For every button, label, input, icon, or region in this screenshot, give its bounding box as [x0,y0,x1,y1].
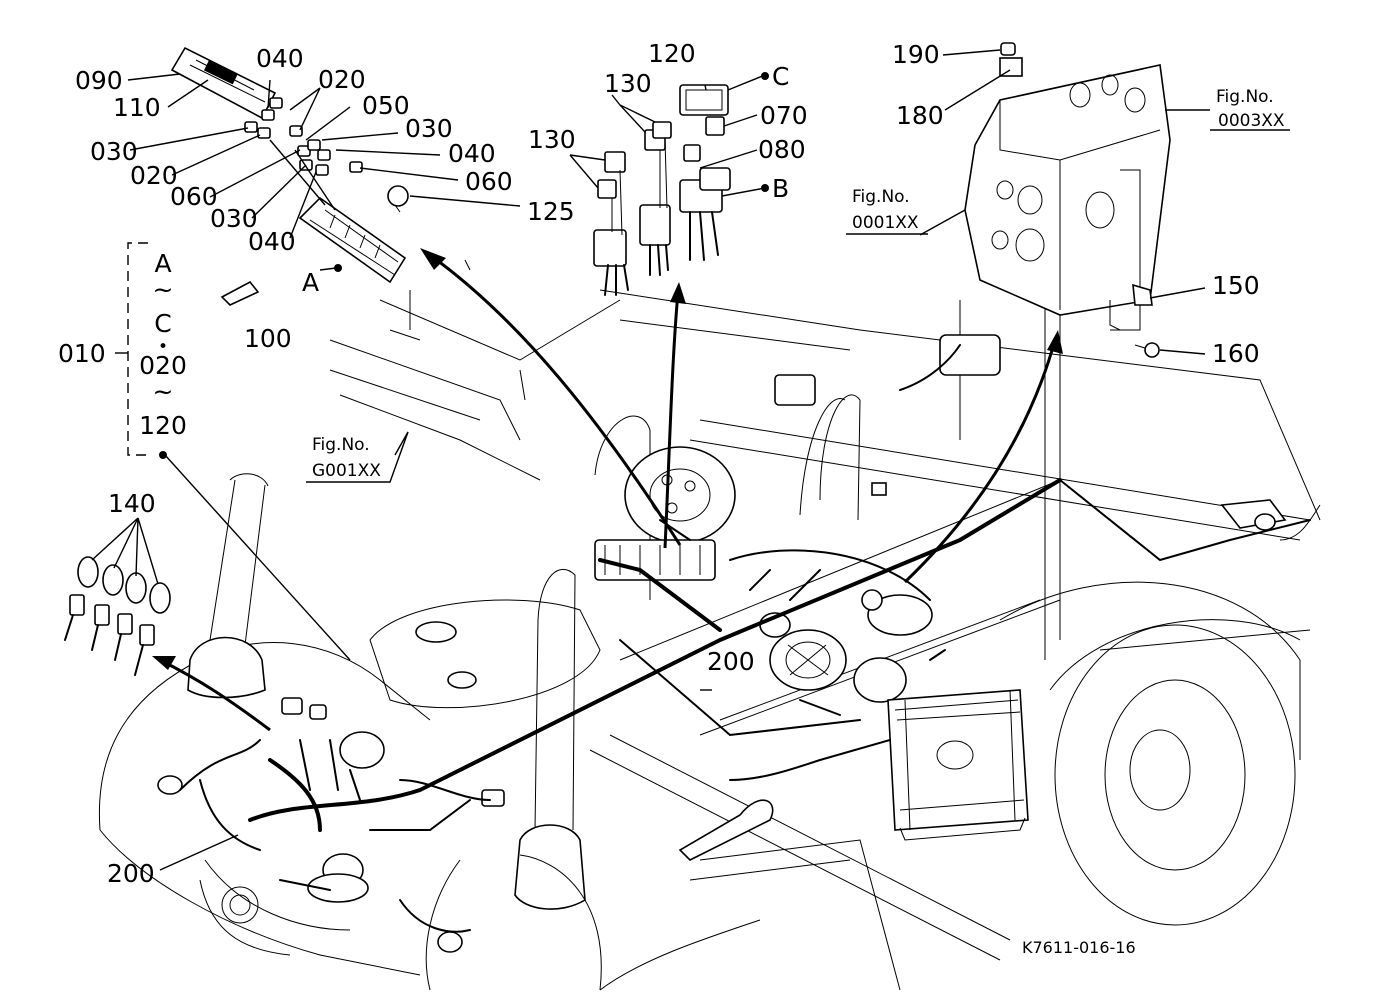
bolt-160 [1144,342,1160,358]
label-020-a: 020 [318,65,366,94]
label-130-b: 130 [528,125,576,154]
range-120: 120 [139,411,187,440]
label-050: 050 [362,91,410,120]
arrow-head-bulbs [152,656,176,670]
label-190: 190 [892,40,940,69]
drawing-code: K7611-016-16 [1022,938,1136,957]
range-bracket: A ~ C • 020 ~ 120 [127,242,187,459]
range-tilde-1: ~ [153,275,174,304]
engine-fig-label: Fig.No. [1216,87,1274,107]
arrow-head-engine [1047,330,1063,354]
label-080: 080 [758,135,806,164]
frame-fig-label: Fig.No. [312,435,370,455]
label-125: 125 [527,197,575,226]
label-030-b: 030 [90,137,138,166]
label-010: 010 [58,339,106,368]
nut-190 [1000,42,1016,56]
fuse-box-assembly [170,46,409,306]
label-020-b: 020 [130,161,178,190]
range-dot: • [158,337,168,357]
label-060-b: 060 [170,182,218,211]
range-a: A [154,249,171,278]
label-040-b: 040 [448,139,496,168]
figure-references: Fig.No. 0003XX Fig.No. 0001XX Fig.No. G0… [306,87,1290,483]
fuse-box [298,196,407,284]
arrow-head-relays [670,282,686,304]
range-c: C [154,309,171,338]
label-140: 140 [108,489,156,518]
connector-100 [220,280,260,306]
label-100: 100 [244,324,292,353]
relay-120 [679,84,729,116]
range-tilde-2: ~ [153,377,174,406]
label-130-a: 130 [604,69,652,98]
label-200-b: 200 [107,859,155,888]
leader-lines [115,49,1210,871]
fuse-box-cover [170,46,277,120]
vehicle-body [98,259,1321,991]
label-030-c: 030 [210,204,258,233]
label-150: 150 [1212,271,1260,300]
bulbs-140 [64,517,171,676]
block-fig-label: Fig.No. [852,187,910,207]
relay-knob [387,185,409,207]
label-030-a: 030 [405,114,453,143]
frame-fig-code: G001XX [312,461,381,481]
label-120: 120 [648,39,696,68]
arrow-head-fusebox [420,248,446,270]
label-200-a: 200 [707,647,755,676]
range-020: 020 [139,351,187,380]
engine-fig-code: 0003XX [1218,111,1285,131]
label-060-a: 060 [465,167,513,196]
label-160: 160 [1212,339,1260,368]
relay-assembly [593,84,731,296]
label-040-c: 040 [248,227,296,256]
label-040-a: 040 [256,44,304,73]
part-labels: 090 110 040 020 050 030 040 060 030 020 … [58,39,1260,888]
callout-arrows [152,248,1063,732]
arrow-to-bulbs [159,658,271,732]
label-c: C [772,62,789,91]
label-090: 090 [75,66,123,95]
label-a: A [302,268,319,297]
label-b: B [772,174,789,203]
wire-harness [179,344,1311,933]
label-180: 180 [896,101,944,130]
engine-block [964,42,1171,358]
arrow-to-relays [663,291,680,549]
chassis-engine-components [157,334,1276,953]
label-070: 070 [760,101,808,130]
arrow-to-engine [903,339,1057,584]
arrow-to-fusebox [429,253,682,546]
block-fig-code: 0001XX [852,213,919,233]
label-110: 110 [113,93,161,122]
